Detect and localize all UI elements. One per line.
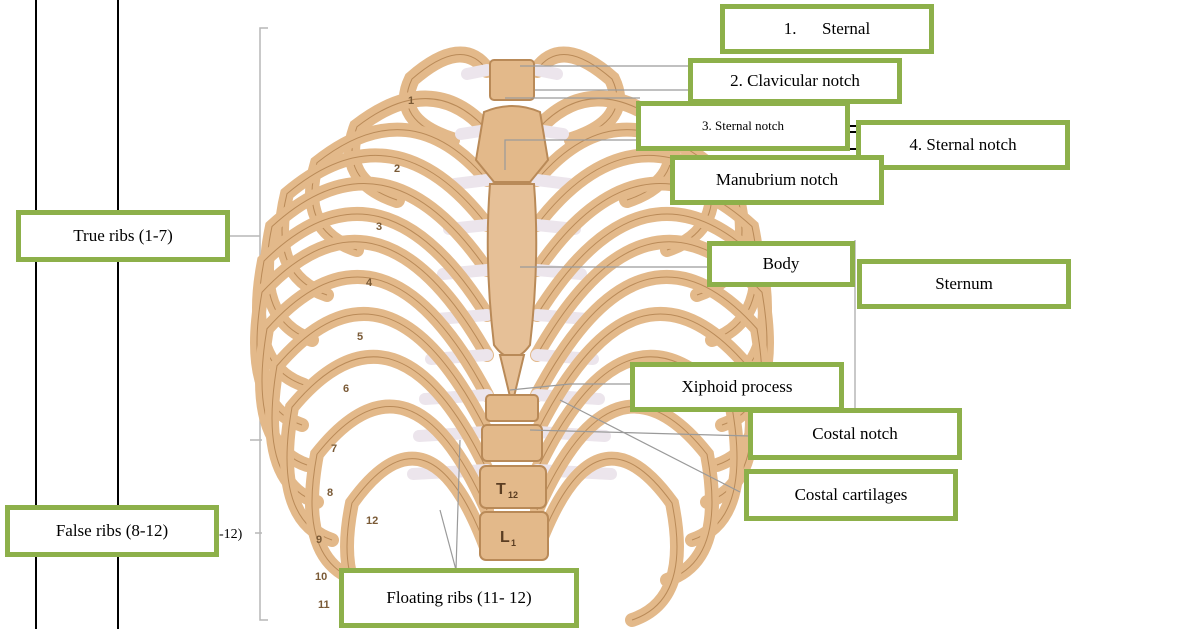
- label-clavicular-notch: 2. Clavicular notch: [688, 58, 902, 104]
- label-sternal-notch-3-text: 3. Sternal notch: [702, 118, 784, 134]
- rib-number-11: 11: [318, 599, 330, 611]
- costal-cartilage-3-left: [455, 180, 487, 184]
- label-manubrium-notch-text: Manubrium notch: [716, 170, 838, 190]
- label-costal-cartilages: Costal cartilages: [744, 469, 958, 521]
- label-sternum: Sternum: [857, 259, 1071, 309]
- label-floating-ribs: Floating ribs (11- 12): [339, 568, 579, 628]
- costal-cartilage-3-right: [537, 180, 569, 184]
- rib-number-9: 9: [316, 534, 322, 546]
- label-manubrium-notch: Manubrium notch: [670, 155, 884, 205]
- rib-number-8: 8: [327, 487, 333, 499]
- label-sternum-text: Sternum: [935, 274, 993, 294]
- rib-number-1: 1: [408, 95, 414, 107]
- costal-cartilage-1-left: [467, 70, 487, 74]
- vertebra-l1-label: L: [500, 529, 510, 546]
- vertebra-t12-label: T: [496, 481, 506, 498]
- rib-number-12: 12: [366, 515, 378, 527]
- label-xiphoid-process: Xiphoid process: [630, 362, 844, 412]
- label-floating-ribs-text: Floating ribs (11- 12): [386, 588, 531, 608]
- vertebra-t12-sub: 12: [508, 490, 518, 500]
- rib-number-10: 10: [315, 571, 327, 583]
- label-sternal-notch-3: 3. Sternal notch: [636, 101, 850, 151]
- label-body-text: Body: [763, 254, 800, 274]
- label-true-ribs-text: True ribs (1-7): [73, 226, 172, 246]
- label-clavicular-notch-text: 2. Clavicular notch: [730, 71, 860, 91]
- rib-number-3: 3: [376, 221, 382, 233]
- label-false-ribs: False ribs (8-12): [5, 505, 219, 557]
- costal-cartilage-1-right: [537, 70, 557, 74]
- label-body: Body: [707, 241, 855, 287]
- label-costal-notch: Costal notch: [748, 408, 962, 460]
- label-sternal: 1. Sternal: [720, 4, 934, 54]
- label-sternal-notch-4-text: 4. Sternal notch: [909, 135, 1016, 155]
- label-sternal-notch-4: 4. Sternal notch: [856, 120, 1070, 170]
- label-costal-notch-text: Costal notch: [812, 424, 897, 444]
- vertebra-l1-sub: 1: [511, 538, 516, 548]
- label-sternal-text: 1. Sternal: [784, 19, 870, 39]
- rib-number-7: 7: [331, 443, 337, 455]
- rib-number-6: 6: [343, 383, 349, 395]
- rib-number-4: 4: [366, 277, 373, 289]
- label-xiphoid-process-text: Xiphoid process: [682, 377, 793, 397]
- rib-number-5: 5: [357, 331, 363, 343]
- label-true-ribs: True ribs (1-7): [16, 210, 230, 262]
- rib-number-2: 2: [394, 163, 400, 175]
- label-false-ribs-text: False ribs (8-12): [56, 521, 168, 541]
- label-costal-cartilages-text: Costal cartilages: [795, 485, 908, 505]
